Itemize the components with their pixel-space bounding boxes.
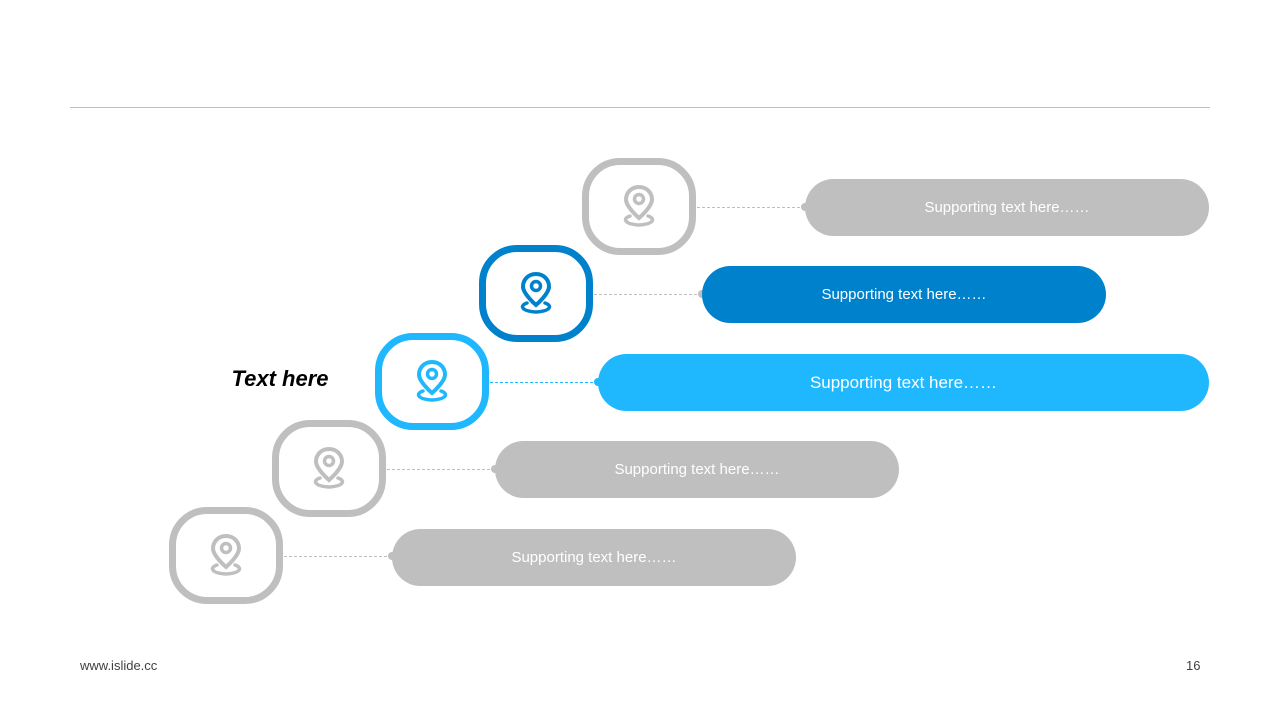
step-5-pill: Supporting text here…… — [392, 529, 796, 586]
step-3-label: Supporting text here…… — [809, 372, 998, 392]
step-1-pill: Supporting text here…… — [805, 179, 1209, 236]
step-5-label: Supporting text here…… — [511, 549, 677, 566]
step-2-label: Supporting text here…… — [821, 286, 987, 303]
step-4-pill: Supporting text here…… — [495, 441, 899, 498]
step-2-icon-frame — [479, 245, 593, 342]
step-1-connector — [697, 207, 805, 208]
step-3-pill: Supporting text here…… — [598, 354, 1209, 411]
top-divider — [70, 107, 1210, 108]
location-pin-icon — [313, 446, 345, 489]
step-4-icon-frame — [272, 420, 386, 517]
location-pin-icon — [623, 184, 655, 227]
step-1-icon-frame — [582, 158, 696, 255]
step-5-icon-frame — [169, 507, 283, 604]
location-pin-icon — [210, 533, 242, 576]
step-3-connector — [490, 382, 598, 383]
location-pin-icon — [520, 271, 552, 314]
step-4-connector — [387, 469, 495, 470]
step-5-connector — [284, 556, 392, 557]
page-number: 16 — [1186, 658, 1201, 673]
side-label: Text here — [231, 366, 329, 391]
location-pin-icon — [416, 359, 448, 402]
step-3-icon-frame — [375, 333, 489, 430]
step-2-pill: Supporting text here…… — [702, 266, 1106, 323]
step-1-label: Supporting text here…… — [924, 199, 1090, 216]
step-2-connector — [594, 294, 702, 295]
step-4-label: Supporting text here…… — [614, 461, 780, 478]
footer-url: www.islide.cc — [80, 658, 158, 673]
